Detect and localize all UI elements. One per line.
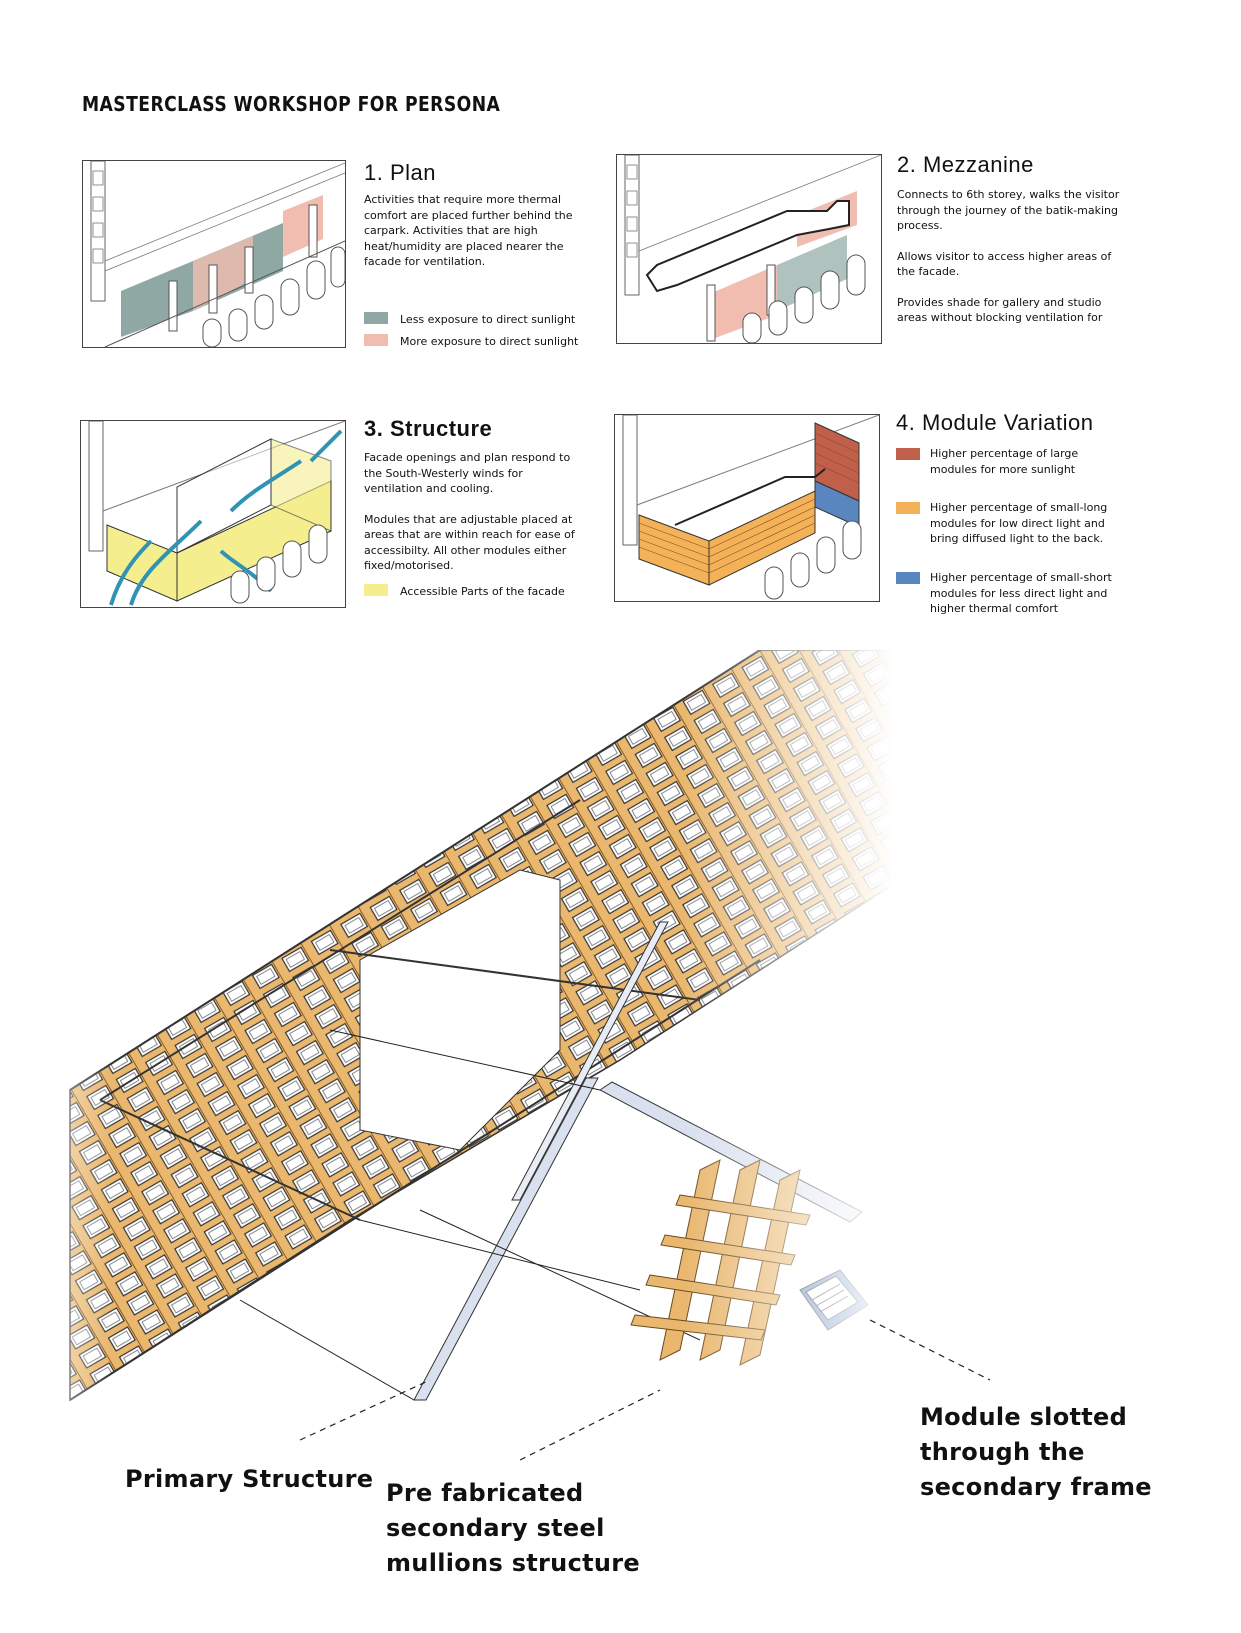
panel-plan-title: 1. Plan: [364, 160, 436, 185]
mezzanine-diagram: [616, 154, 882, 344]
legend-swatch: [364, 312, 388, 324]
legend-swatch: [896, 502, 920, 514]
legend-label: Higher percentage of large modules for m…: [930, 447, 1079, 476]
legend-swatch: [364, 334, 388, 346]
panel-mezzanine-title: 2. Mezzanine: [897, 152, 1034, 177]
legend-label: Less exposure to direct sunlight: [400, 313, 576, 326]
panel-mezzanine-text: Connects to 6th storey, walks the visito…: [897, 187, 1129, 341]
plan-diagram: [82, 160, 346, 348]
legend-label: More exposure to direct sunlight: [400, 335, 579, 348]
panel-plan-text: Activities that require more thermal com…: [364, 192, 584, 285]
structure-diagram: [80, 420, 346, 608]
panel-mezzanine-paragraph: Allows visitor to access higher areas of…: [897, 249, 1112, 279]
legend-label: Accessible Parts of the facade: [400, 585, 565, 598]
panel-structure-text: Facade openings and plan respond to the …: [364, 450, 584, 589]
panel-mezzanine-paragraph: Connects to 6th storey, walks the visito…: [897, 188, 1120, 232]
legend-label: Higher percentage of small-long modules …: [930, 501, 1108, 545]
page-title: MASTERCLASS WORKSHOP FOR PERSONA: [82, 92, 501, 116]
panel-structure-title: 3. Structure: [364, 416, 493, 441]
panel-plan-paragraph: Activities that require more thermal com…: [364, 193, 573, 268]
legend-swatch: [896, 448, 920, 460]
facade-exploded-axonometric: [0, 650, 1241, 1480]
panel-structure-paragraph: Modules that are adjustable placed at ar…: [364, 512, 575, 573]
panel-module-variation-title: 4. Module Variation: [896, 410, 1094, 435]
module-slotted-label: Module slotted through the secondary fra…: [920, 1403, 1152, 1501]
panel-mezzanine-paragraph: Provides shade for gallery and studio ar…: [897, 295, 1103, 325]
module-variation-diagram: [614, 414, 880, 602]
legend-label: Higher percentage of small-short modules…: [930, 571, 1112, 615]
secondary-structure-label: Pre fabricated secondary steel mullions …: [386, 1479, 640, 1577]
legend-swatch: [896, 572, 920, 584]
panel-structure-paragraph: Facade openings and plan respond to the …: [364, 451, 571, 495]
legend-swatch: [364, 584, 388, 596]
primary-structure-label: Primary Structure: [125, 1465, 374, 1493]
